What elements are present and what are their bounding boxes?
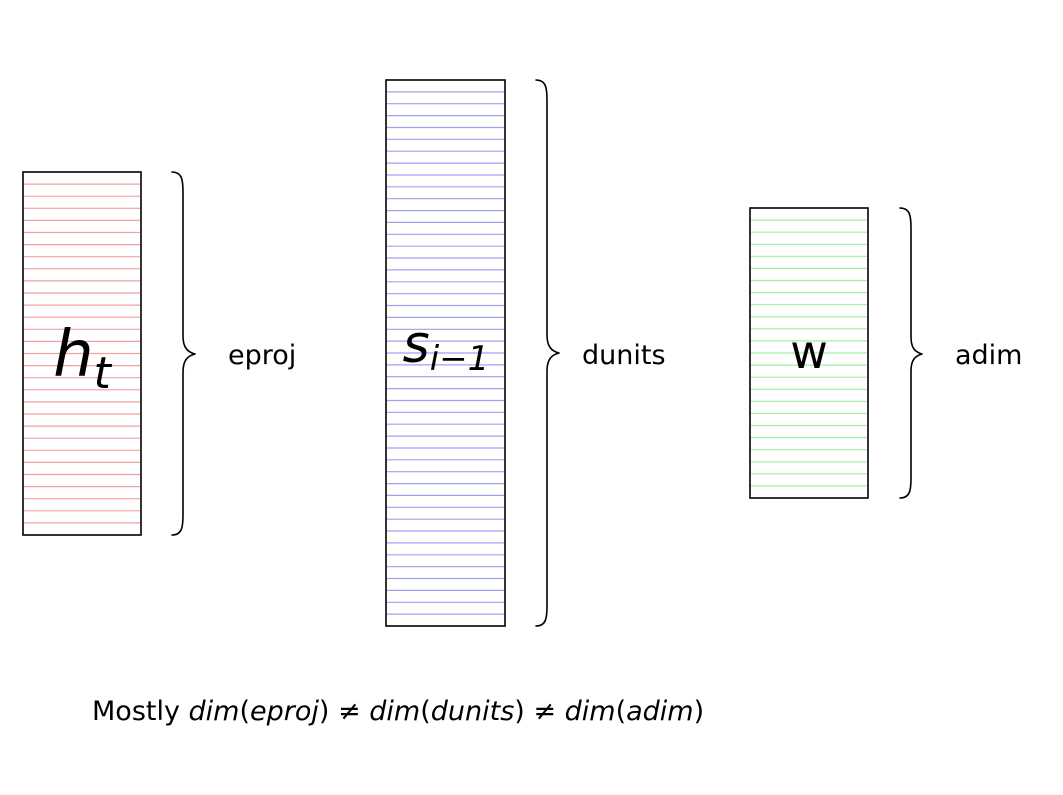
vector-h-stripes — [24, 183, 140, 524]
caption-prefix: Mostly — [92, 696, 189, 727]
caption-neq-2: ≠ — [524, 696, 565, 727]
vector-s-label: si−1 — [403, 315, 490, 379]
vector-h: ht eproj — [22, 171, 296, 536]
vector-h-brace — [171, 171, 196, 536]
caption-neq-1: ≠ — [329, 696, 370, 727]
vector-w-label: w — [790, 325, 828, 379]
vector-h-dimension-label: eproj — [228, 340, 296, 371]
caption: Mostly dim(eproj) ≠ dim(dunits) ≠ dim(ad… — [92, 696, 705, 727]
vector-s: si−1 dunits — [385, 79, 666, 627]
caption-fn-2: dim — [369, 696, 421, 727]
vector-s-dimension-label: dunits — [582, 340, 666, 371]
vector-w-dimension-label: adim — [955, 340, 1023, 371]
caption-fn-3: dim — [564, 696, 616, 727]
vector-s-box — [385, 79, 506, 627]
vector-s-brace — [535, 79, 560, 627]
vector-w: w adim — [749, 207, 1023, 499]
caption-fn-1: dim — [188, 696, 240, 727]
caption-arg-3: adim — [626, 696, 694, 727]
vector-w-box — [749, 207, 869, 499]
caption-arg-1: eproj — [250, 696, 319, 727]
vector-h-label: ht — [53, 318, 113, 399]
vector-h-box — [22, 171, 142, 536]
caption-arg-2: dunits — [430, 696, 515, 727]
vector-s-stripes — [387, 91, 504, 615]
vector-w-brace — [899, 207, 923, 499]
vector-w-stripes — [751, 219, 867, 487]
